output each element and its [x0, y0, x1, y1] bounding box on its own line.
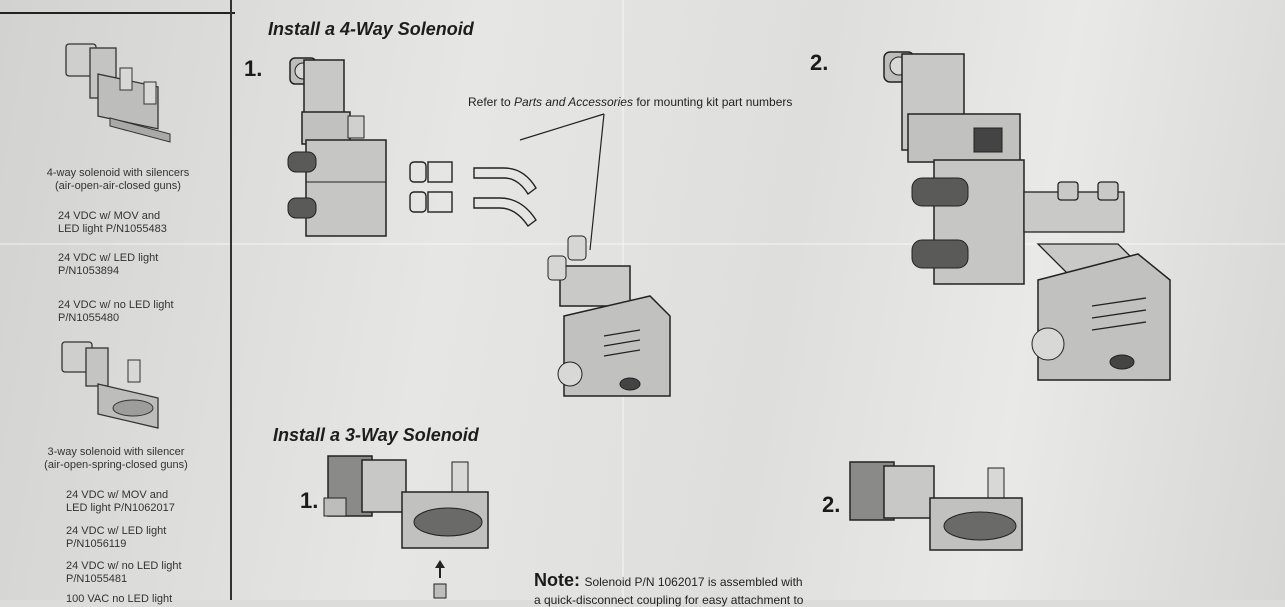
mounting-fittings-illustration: [409, 161, 537, 228]
note-text-line2: a quick-disconnect coupling for easy att…: [534, 593, 804, 607]
four-way-option-2: 24 VDC w/ LED light P/N1053894: [58, 252, 208, 278]
three-way-caption: 3-way solenoid with silencer (air-open-s…: [16, 446, 216, 472]
three-way-step2-solenoid-illustration: [849, 461, 1023, 551]
four-way-step-1-number: 1.: [244, 56, 263, 81]
three-way-step1-solenoid-illustration: [323, 455, 489, 549]
option-line: P/N1056119: [66, 538, 127, 550]
note-block: Note: Solenoid P/N 1062017 is assembled …: [534, 570, 874, 607]
option-line: 24 VDC w/ no LED light: [66, 560, 182, 572]
four-way-step-2-number: 2.: [810, 50, 829, 75]
four-way-option-3: 24 VDC w/ no LED light P/N1055480: [58, 299, 208, 325]
option-line: 24 VDC w/ no LED light: [58, 299, 174, 311]
option-line: P/N1055480: [58, 312, 120, 324]
caption-line: 4-way solenoid with silencers: [46, 167, 190, 179]
option-line: LED light P/N1062017: [66, 502, 175, 514]
four-way-solenoid-thumbnail: [65, 43, 171, 143]
option-line: 24 VDC w/ LED light: [58, 252, 159, 264]
four-way-option-1: 24 VDC w/ MOV and LED light P/N1055483: [58, 210, 208, 236]
four-way-step2-assembled-illustration: [883, 51, 1171, 381]
three-way-step-2-number: 2.: [822, 492, 841, 517]
option-line: 24 VDC w/ LED light: [66, 525, 167, 537]
three-way-option-3: 24 VDC w/ no LED light P/N1055481: [66, 560, 216, 586]
refer-prefix: Refer to: [468, 95, 515, 109]
top-rule: [0, 12, 235, 14]
three-way-option-2: 24 VDC w/ LED light P/N1056119: [66, 525, 216, 551]
three-way-solenoid-thumbnail: [61, 341, 159, 429]
three-way-step-1-number: 1.: [300, 488, 319, 513]
four-way-step1-solenoid-illustration: [287, 57, 387, 237]
refer-suffix: for mounting kit part numbers: [632, 95, 793, 109]
option-line: LED light P/N1055483: [58, 223, 167, 235]
three-way-title: Install a 3-Way Solenoid: [273, 425, 479, 445]
four-way-caption: 4-way solenoid with silencers (air-open-…: [18, 167, 218, 193]
note-text-line1: Solenoid P/N 1062017 is assembled with: [584, 575, 803, 589]
caption-line: (air-open-air-closed guns): [55, 180, 181, 192]
refer-note: Refer to Parts and Accessories for mount…: [468, 95, 792, 109]
option-line: 24 VDC w/ MOV and: [66, 489, 169, 501]
three-way-option-1: 24 VDC w/ MOV and LED light P/N1062017: [66, 489, 216, 515]
refer-link-text: Parts and Accessories: [514, 95, 633, 109]
paper-fold-horizontal: [0, 243, 1285, 245]
option-line: P/N1055481: [66, 573, 128, 585]
up-arrow-icon: [433, 560, 447, 599]
option-line: P/N1053894: [58, 265, 120, 277]
sidebar-divider: [230, 0, 232, 600]
option-line: 24 VDC w/ MOV and: [58, 210, 161, 222]
caption-line: (air-open-spring-closed guns): [44, 459, 188, 471]
gun-body-illustration: [547, 235, 671, 397]
caption-line: 3-way solenoid with silencer: [47, 446, 185, 458]
four-way-title: Install a 4-Way Solenoid: [268, 19, 474, 39]
note-label: Note:: [534, 570, 580, 590]
